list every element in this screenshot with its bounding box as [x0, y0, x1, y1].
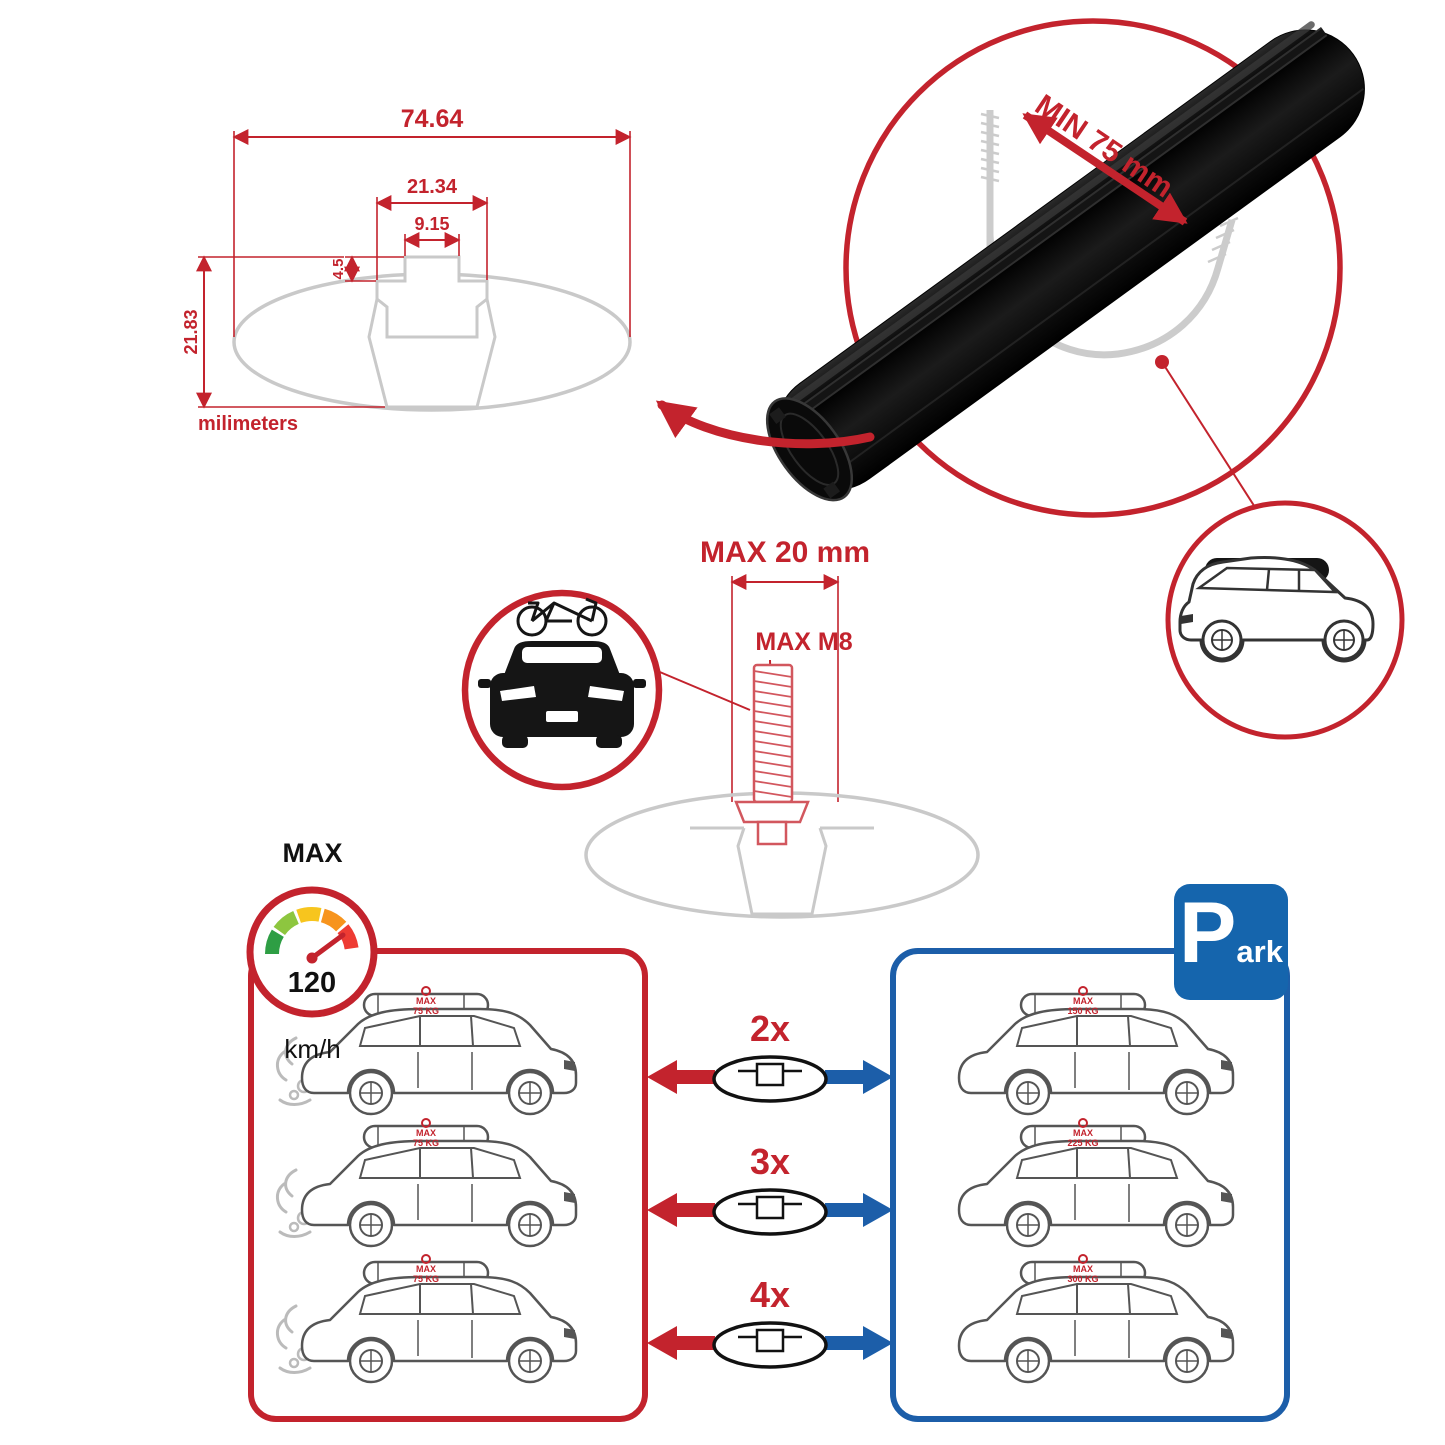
load-kg-label: 300 KG	[1067, 1274, 1098, 1284]
dim-slot-width: 9.15	[414, 214, 449, 234]
profile-dimension-diagram: 74.64 21.34 9.15 4.5 21.83 milimeters	[181, 105, 632, 435]
parking-car-3: MAX 300 KG	[925, 1250, 1265, 1390]
leader-line	[1161, 361, 1261, 516]
bar-end-cap	[765, 397, 854, 502]
dim-total-height: 21.83	[181, 309, 201, 354]
load-max-label: MAX	[1073, 1128, 1093, 1138]
kit-row-2x: 2x	[647, 1008, 893, 1103]
speed-limit-block: MAX 120 km/h	[230, 838, 395, 1073]
crossbar-profile-icon	[712, 1321, 828, 1369]
dim-channel-width: 21.34	[407, 176, 458, 198]
multiplier-label: 3x	[750, 1141, 790, 1182]
units-label: milimeters	[198, 413, 298, 435]
speed-max-label: MAX	[282, 838, 343, 868]
load-kg-label: 75 KG	[413, 1138, 439, 1148]
load-kg-label: 225 KG	[1067, 1138, 1098, 1148]
right-arrow-icon	[825, 1060, 893, 1094]
parking-car-2: MAX 225 KG	[925, 1114, 1265, 1254]
driving-car-2: MAX 75 KG	[268, 1114, 608, 1254]
load-max-label: MAX	[416, 1264, 436, 1274]
left-arrow-icon	[647, 1193, 715, 1227]
bolt-max-thread-label: MAX M8	[755, 628, 852, 656]
load-kg-label: 75 KG	[413, 1274, 439, 1284]
load-max-label: MAX	[416, 1128, 436, 1138]
crossbar-detail: MIN 75 mm	[655, 18, 1405, 740]
right-arrow-icon	[825, 1193, 893, 1227]
min-span-arrow	[1022, 111, 1188, 226]
bolt-diagram: MAX 20 mm MAX M8	[584, 536, 980, 919]
car-with-bike-icon	[478, 597, 646, 748]
parking-sign-rest: ark	[1236, 934, 1283, 969]
parking-sign-letter: P	[1179, 885, 1237, 981]
load-kg-label: 75 KG	[413, 1006, 439, 1016]
driving-car-1: MAX 75 KG	[268, 982, 608, 1122]
driving-car-3: MAX 75 KG	[268, 1250, 608, 1390]
parking-car-1: MAX 150 KG	[925, 982, 1265, 1122]
left-arrow-icon	[647, 1060, 715, 1094]
speedometer-icon: 120	[246, 886, 378, 1018]
left-arrow-icon	[647, 1326, 715, 1360]
load-kg-label: 150 KG	[1067, 1006, 1098, 1016]
bike-car-detail	[461, 589, 751, 791]
load-max-label: MAX	[1073, 996, 1093, 1006]
kit-row-3x: 3x	[647, 1141, 893, 1236]
swoosh-arrow-icon	[655, 400, 875, 449]
load-max-label: MAX	[416, 996, 436, 1006]
t-slot-channel	[375, 255, 489, 339]
bolt-icon	[734, 663, 810, 846]
bolt-max-length-label: MAX 20 mm	[700, 536, 870, 569]
dim-total-width: 74.64	[401, 105, 464, 133]
dim-slot-depth: 4.5	[330, 259, 347, 280]
leader-line	[654, 669, 751, 711]
speed-value: 120	[288, 967, 336, 999]
speed-unit-label: km/h	[284, 1034, 341, 1064]
channel-block	[367, 298, 497, 409]
right-arrow-icon	[825, 1326, 893, 1360]
suv-roofbox-icon	[1178, 556, 1375, 663]
load-max-label: MAX	[1073, 1264, 1093, 1274]
crossbar-profile-icon	[712, 1055, 828, 1103]
suv-roofbox-circle	[1165, 500, 1405, 740]
crossbar-profile-icon	[712, 1188, 828, 1236]
multiplier-label: 4x	[750, 1274, 790, 1315]
kit-row-4x: 4x	[647, 1274, 893, 1369]
multiplier-label: 2x	[750, 1008, 790, 1049]
nut-channel-block	[736, 827, 828, 916]
